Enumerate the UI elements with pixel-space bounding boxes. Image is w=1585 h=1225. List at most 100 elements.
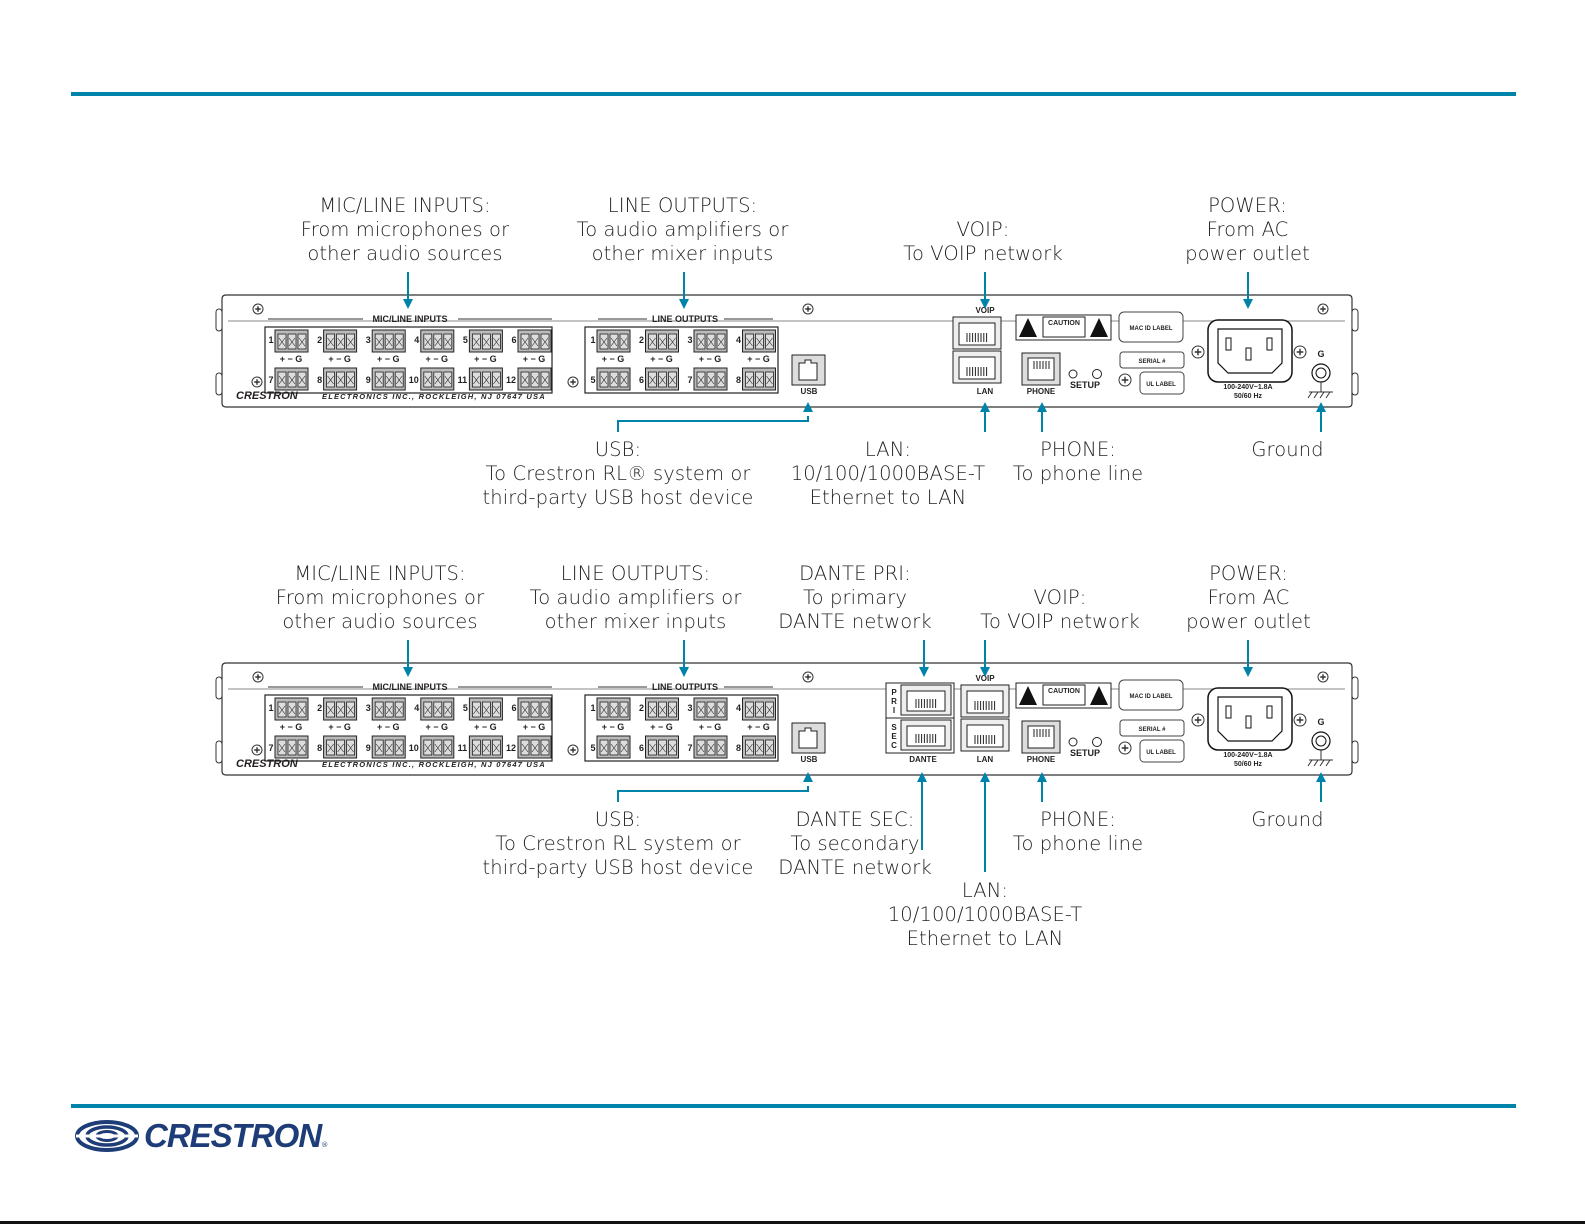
callout-dante-pri-2: DANTE PRI: To primary DANTE network [770, 562, 940, 634]
terminal-pin [540, 739, 550, 756]
screw-icon [1317, 303, 1329, 315]
terminal-cross [483, 337, 490, 347]
terminal-cross [493, 705, 500, 715]
pin-legend: + − G [377, 354, 400, 364]
terminal-cross [395, 375, 403, 385]
arrow-voip-2-arrowhead [980, 667, 990, 677]
terminal-pin [648, 739, 657, 756]
ground-screw-inner [1315, 367, 1327, 379]
terminal-cross [600, 337, 608, 347]
terminal-cross [766, 705, 773, 715]
usb-port-icon [791, 722, 826, 754]
terminal-pin [297, 371, 307, 388]
terminal-pin [706, 371, 716, 388]
terminal-cross [521, 743, 529, 753]
arrow-lan-2-arrowhead [980, 772, 990, 782]
terminal-block-icon [274, 697, 309, 721]
terminal-cross [610, 375, 618, 385]
mic-inputs-box [264, 694, 553, 762]
terminal-block-icon [323, 697, 358, 721]
mac-label-text: MAC ID LABEL [1130, 694, 1173, 700]
pin-legend: + − G [650, 354, 673, 364]
port-socket [906, 725, 946, 747]
channel-number: 10 [409, 375, 419, 385]
terminal-cross [424, 743, 432, 753]
terminal-cross [385, 375, 393, 385]
callout-ground-1: Ground [1240, 438, 1335, 462]
terminal-cross [697, 375, 705, 385]
channel-number: 6 [511, 335, 516, 345]
pin-legend: + − G [699, 354, 722, 364]
terminal-pin [336, 371, 346, 388]
callout-title: LINE OUTPUTS: [560, 562, 711, 585]
terminal-block-icon [420, 329, 455, 353]
terminal-pin [481, 739, 491, 756]
channel-number: 3 [687, 703, 692, 713]
callout-line: third-party USB host device [482, 486, 754, 509]
terminal-block-icon [517, 735, 552, 759]
terminal-cross [493, 375, 500, 385]
setup-button-icon [1092, 737, 1102, 747]
arrow-usb-2-arrowhead [803, 772, 813, 782]
terminal-pin [443, 739, 453, 756]
callout-title: POWER: [1208, 194, 1287, 217]
terminal-pin [277, 701, 287, 718]
caution-box [1042, 316, 1086, 338]
mac-label-text: MAC ID LABEL [1130, 326, 1173, 332]
terminal-cross [278, 743, 286, 753]
terminal-pin [443, 333, 453, 350]
callout-title: LAN: [961, 879, 1009, 902]
ul-label-text: UL LABEL [1146, 750, 1176, 756]
terminal-pin [716, 701, 726, 718]
terminal-pin [619, 701, 629, 718]
terminal-block-icon [371, 697, 406, 721]
screw-icon [1191, 713, 1205, 727]
terminal-cross [483, 375, 490, 385]
terminal-block-icon [274, 735, 309, 759]
port-socket [906, 690, 946, 712]
terminal-pin [491, 371, 501, 388]
usb-label: USB [801, 387, 818, 396]
screw-slot [255, 306, 261, 312]
screw-slot [1194, 348, 1202, 356]
serial-label-text: SERIAL # [1139, 359, 1167, 365]
terminal-cross [288, 743, 296, 753]
channel-number: 2 [639, 703, 644, 713]
screw-icon [1118, 373, 1132, 387]
terminal-cross [444, 375, 452, 385]
terminal-cross [473, 743, 480, 753]
terminal-pin [658, 701, 667, 718]
callout-line: power outlet [1186, 610, 1311, 633]
pin-legend: + − G [377, 722, 400, 732]
caution-text: CAUTION [1048, 320, 1080, 327]
terminal-cross [531, 375, 539, 385]
phone-label: PHONE [1027, 387, 1056, 396]
page-bottom-edge [0, 1221, 1585, 1224]
terminal-pin [394, 371, 404, 388]
channel-number: 12 [506, 375, 516, 385]
terminal-cross [669, 337, 676, 347]
callout-power-2: POWER: From AC power outlet [1181, 562, 1316, 634]
serial-label-text: SERIAL # [1139, 727, 1167, 733]
terminal-cross [610, 743, 618, 753]
terminal-pin [287, 371, 297, 388]
channel-number: 3 [366, 335, 371, 345]
channel-number: 1 [268, 703, 273, 713]
callout-power-1: POWER: From AC power outlet [1180, 194, 1315, 266]
terminal-pin [599, 701, 609, 718]
callout-title: DANTE SEC: [795, 808, 915, 831]
callout-line: To audio amplifiers or [529, 586, 742, 609]
terminal-cross [337, 705, 344, 715]
terminal-block-icon [420, 367, 455, 391]
caution-label: CAUTION [1015, 314, 1112, 341]
bottom-rule [71, 1104, 1516, 1108]
terminal-pin [745, 701, 754, 718]
crestron-logo: CRESTRON ® [74, 1117, 328, 1155]
pri-label: R [891, 697, 897, 706]
terminal-pin [599, 333, 609, 350]
terminal-cross [375, 375, 383, 385]
terminal-pin [619, 371, 629, 388]
terminal-cross [434, 375, 442, 385]
